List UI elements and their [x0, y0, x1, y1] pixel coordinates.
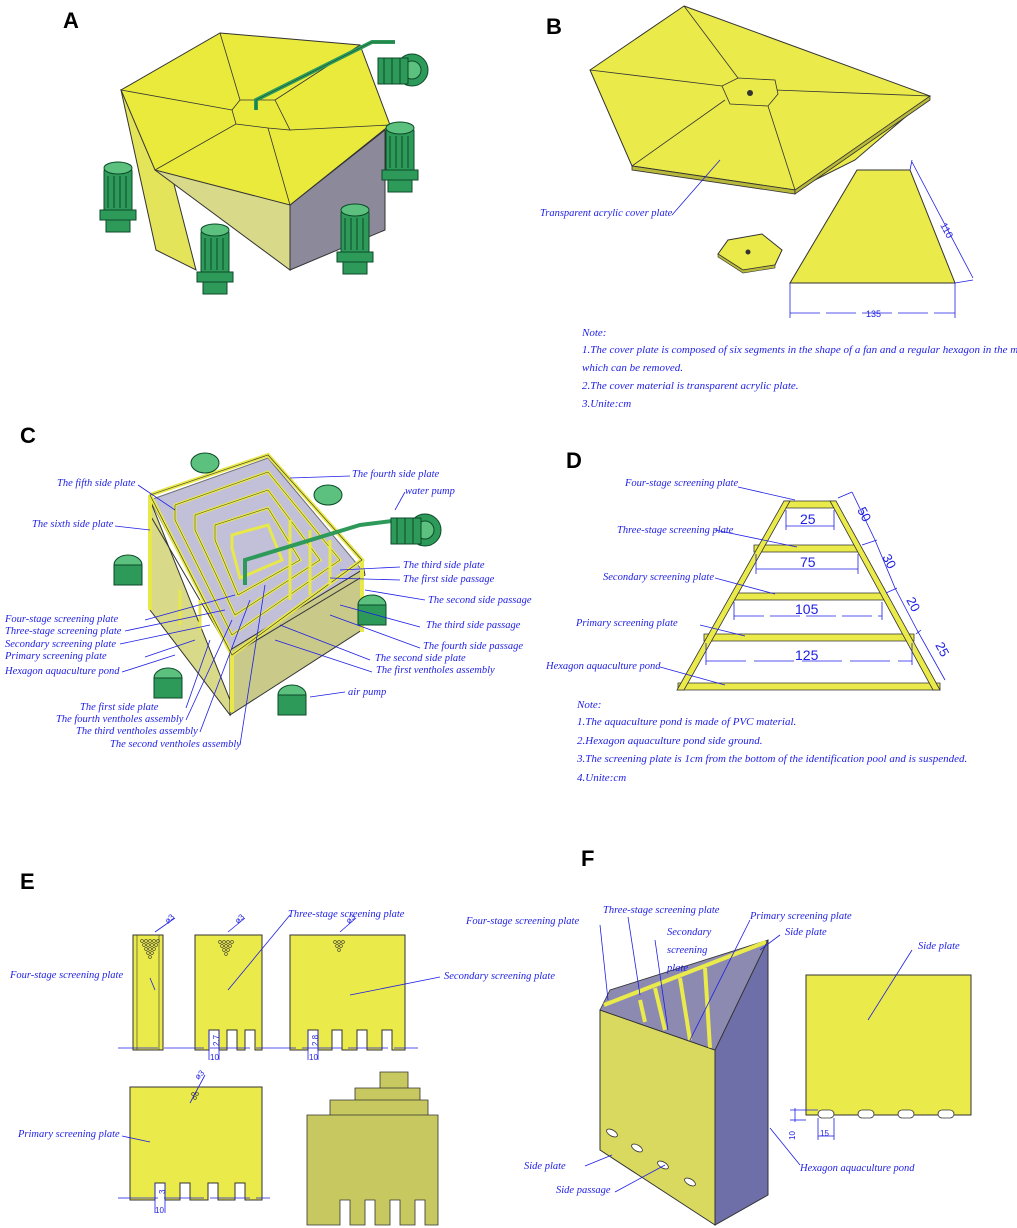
label-c-first-ventholes: The first ventholes assembly — [376, 665, 495, 676]
dim-h2: 30 — [879, 551, 899, 571]
label-c-third-side-passage: The third side passage — [426, 620, 521, 631]
dim-3: 3 — [158, 1189, 167, 1194]
label-f-side-passage: Side passage — [556, 1185, 611, 1196]
label-c-third-ventholes: The third ventholes assembly — [76, 726, 198, 737]
note-d-4: 4.Unite:cm — [577, 772, 627, 784]
label-c-third-side-plate: The third side plate — [403, 560, 485, 571]
label-e-three-stage: Three-stage screening plate — [288, 909, 405, 920]
label-f-hexagon-pond: Hexagon aquaculture pond — [800, 1163, 915, 1174]
label-f-three-stage: Three-stage screening plate — [603, 905, 720, 916]
label-f-side-plate-right: Side plate — [918, 941, 960, 952]
fan-segment — [789, 169, 956, 284]
dim-10-b: 10 — [309, 1053, 318, 1062]
label-f-primary: Primary screening plate — [750, 911, 852, 922]
panel-label-f: F — [581, 846, 595, 871]
label-e-primary: Primary screening plate — [18, 1129, 120, 1140]
panel-e-drawing: 2.7 2.8 3 10 10 10 ø3 ø3 ø3 ø3 — [118, 912, 441, 1226]
note-d-title: Note: — [577, 699, 602, 711]
note-d-2: 2.Hexagon aquaculture pond side ground. — [577, 735, 763, 747]
label-f-secondary-3: plate — [667, 963, 688, 974]
note-d-3: 3.The screening plate is 1cm from the bo… — [577, 753, 968, 765]
panel-label-b: B — [546, 14, 562, 39]
label-d-hexagon-pond: Hexagon aquaculture pond — [546, 661, 661, 672]
note-b-title: Note: — [582, 327, 607, 339]
panel-a-drawing — [99, 32, 429, 295]
note-b-1b: which can be removed. — [582, 362, 684, 374]
panel-label-d: D — [566, 448, 582, 473]
label-c-air-pump: air pump — [348, 687, 387, 698]
dim-w2: 75 — [800, 554, 816, 570]
dim-2-8: 2.8 — [311, 1034, 320, 1046]
dim-base: 135 — [866, 309, 881, 319]
dim-2-7: 2.7 — [212, 1034, 221, 1046]
dim-w1: 25 — [800, 511, 816, 527]
dim-w4: 125 — [795, 647, 819, 663]
dim-w3: 105 — [795, 601, 819, 617]
label-c-second-side-plate: The second side plate — [375, 653, 466, 664]
note-b-1: 1.The cover plate is composed of six seg… — [582, 344, 1017, 356]
label-c-hexagon-pond: Hexagon aquaculture pond — [5, 666, 120, 677]
label-c-fourth-ventholes: The fourth ventholes assembly — [56, 714, 184, 725]
label-f-secondary-2: screening — [667, 945, 708, 956]
label-c-first-side-plate: The first side plate — [80, 702, 159, 713]
label-c-four-stage: Four-stage screening plate — [5, 614, 119, 625]
side-plate-flat — [805, 974, 972, 1116]
label-c-fifth-side-plate: The fifth side plate — [57, 478, 136, 489]
label-d-secondary: Secondary screening plate — [603, 572, 714, 583]
dim-f-15: 15 — [820, 1129, 829, 1138]
label-cover-plate: Transparent acrylic cover plate — [540, 208, 673, 219]
panel-label-c: C — [20, 423, 36, 448]
label-f-side-plate-bottom: Side plate — [524, 1161, 566, 1172]
panel-f-drawing: 10 15 — [584, 916, 972, 1226]
hole-d: ø3 — [193, 1068, 206, 1081]
label-c-three-stage: Three-stage screening plate — [5, 626, 122, 637]
dim-f-10: 10 — [788, 1131, 797, 1140]
dim-h3: 20 — [903, 594, 923, 614]
note-d-1: 1.The aquaculture pond is made of PVC ma… — [577, 716, 797, 728]
dim-h4: 25 — [932, 639, 952, 659]
dim-h1: 50 — [854, 504, 874, 524]
label-c-sixth-side-plate: The sixth side plate — [32, 519, 114, 530]
label-c-second-side-passage: The second side passage — [428, 595, 532, 606]
hole-b: ø3 — [233, 912, 246, 925]
panel-c-drawing — [113, 452, 442, 746]
label-d-primary: Primary screening plate — [576, 618, 678, 629]
hole-a: ø3 — [163, 912, 176, 925]
label-d-three-stage: Three-stage screening plate — [617, 525, 734, 536]
label-c-fourth-side-plate: The fourth side plate — [352, 469, 440, 480]
label-f-four-stage: Four-stage screening plate — [466, 916, 580, 927]
label-c-first-side-passage: The first side passage — [403, 574, 495, 585]
note-b-2: 2.The cover material is transparent acry… — [582, 380, 799, 392]
label-f-side-plate-top: Side plate — [785, 927, 827, 938]
panel-b-drawing: 110 135 — [589, 5, 974, 319]
label-c-secondary: Secondary screening plate — [5, 639, 116, 650]
label-c-second-ventholes: The second ventholes assembly — [110, 739, 241, 750]
label-d-four-stage: Four-stage screening plate — [625, 478, 739, 489]
label-e-secondary: Secondary screening plate — [444, 971, 555, 982]
dim-10-a: 10 — [210, 1053, 219, 1062]
dim-10-c: 10 — [155, 1206, 164, 1215]
label-c-primary: Primary screening plate — [5, 651, 107, 662]
label-c-fourth-side-passage: The fourth side passage — [423, 641, 524, 652]
label-e-four-stage: Four-stage screening plate — [10, 970, 124, 981]
panel-label-a: A — [63, 8, 79, 33]
panel-label-e: E — [20, 869, 35, 894]
label-c-water-pump: water pump — [405, 486, 455, 497]
note-b-3: 3.Unite:cm — [582, 398, 632, 410]
panel-d-drawing: 25 75 105 125 50 30 20 25 — [659, 486, 952, 691]
label-f-secondary-1: Secondary — [667, 927, 712, 938]
